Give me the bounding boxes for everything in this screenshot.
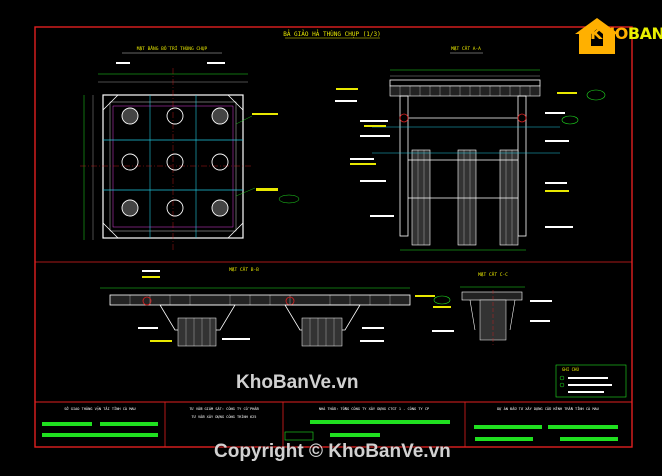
khobanve-logo [575,18,619,54]
watermark-center: KhoBanVe.vn [236,372,359,393]
notes-title: GHI CHÚ [562,367,579,372]
section-aa-title: MẶT CẮT A-A [451,45,481,52]
section-b-b: MẶT CẮT B-B [100,266,451,347]
consultant-line2: TƯ VẤN XÂY DỰNG CÔNG TRÌNH 625 [192,414,257,419]
title-block: SỞ GIAO THÔNG VẬN TẢI TỈNH CÀ MAU TƯ VẤN… [42,402,618,447]
notes-box: GHI CHÚ [555,364,627,398]
logo-text: KHOBANVE [590,24,662,43]
section-a-a: MẶT CẮT A-A [335,45,606,251]
plan-view: MẶT BẰNG BỐ TRÍ THÙNG CHỤP [80,44,300,250]
contractor-label: NHÀ THẦU: TỔNG CÔNG TY XÂY DỰNG CTGT 1 -… [319,406,429,411]
sheet-frame [34,26,633,448]
section-cc-title: MẶT CẮT C-C [478,271,508,278]
section-c-c: MẶT CẮT C-C [432,271,552,345]
consultant-line1: TƯ VẤN GIÁM SÁT: CÔNG TY CỔ PHẦN [189,406,258,411]
sheet-title: BẢ GIẢO HẢ THÙNG CHỤP (1/3) [283,30,381,38]
project-label: DỰ ÁN ĐẦU TƯ XÂY DỰNG CẦU KÊNH TRẦN TỈNH… [497,406,599,411]
owner-label: SỞ GIAO THÔNG VẬN TẢI TỈNH CÀ MAU [64,406,135,411]
plan-view-title: MẶT BẰNG BỐ TRÍ THÙNG CHỤP [137,44,208,52]
watermark-footer: Copyright © KhoBanVe.vn [214,441,451,462]
section-bb-title: MẶT CẮT B-B [229,266,259,273]
